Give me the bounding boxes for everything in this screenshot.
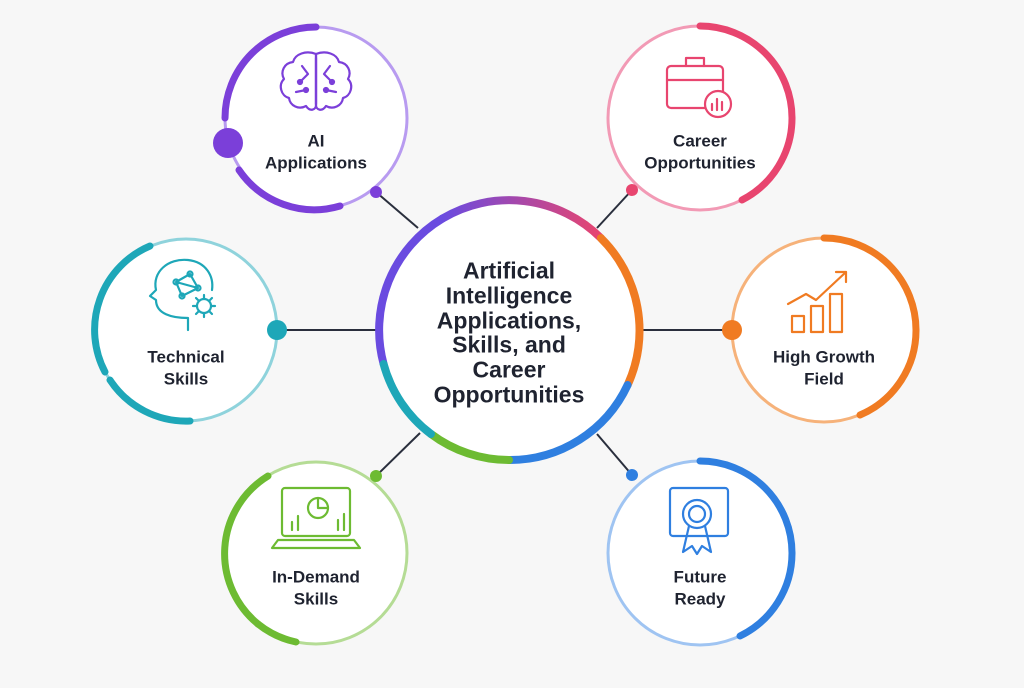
center-title-line: Intelligence <box>445 282 573 309</box>
node-high-growth-field <box>722 234 920 424</box>
award-ribbon-icon <box>668 486 730 556</box>
label-line: Future <box>673 567 727 587</box>
center-title-line: Skills, and <box>452 332 566 358</box>
center-title-line: Applications, <box>436 307 582 334</box>
bar-growth-arrow-icon <box>786 270 848 334</box>
career-opportunities-joint <box>626 184 638 196</box>
technical-skills-joint <box>267 320 287 340</box>
node-arc-ai-applications <box>221 23 320 122</box>
label-line: High Growth <box>773 347 875 367</box>
label-line: AI <box>307 131 325 151</box>
connector-career-opportunities <box>596 189 633 229</box>
center-arc-orange <box>596 234 644 389</box>
in-demand-skills-joint <box>370 470 382 482</box>
node-career-opportunities <box>606 22 796 212</box>
center-node <box>375 196 644 465</box>
label-future-ready: Future Ready <box>674 567 727 612</box>
node-technical-skills <box>91 237 287 425</box>
node-arc-career-opportunities <box>696 22 796 122</box>
brain-icon <box>279 51 353 111</box>
connector-ai-applications <box>375 191 419 229</box>
node-in-demand-skills <box>221 460 409 646</box>
label-career-opportunities: Career Opportunities <box>644 131 755 176</box>
center-arc-teal <box>379 360 435 438</box>
briefcase-chart-icon <box>665 56 733 119</box>
node-arc-in-demand-skills <box>221 472 272 628</box>
label-line: Skills <box>163 370 209 389</box>
high-growth-field-joint <box>722 320 742 340</box>
label-line: Field <box>804 370 844 389</box>
future-ready-joint <box>626 469 638 481</box>
node-ai-applications <box>213 23 409 214</box>
label-line: Ready <box>674 590 726 609</box>
center-arc-green <box>427 430 513 464</box>
center-title-line: Artificial <box>462 257 556 284</box>
label-line: Career <box>673 131 727 151</box>
node-arc-technical-skills <box>91 242 154 376</box>
connectors <box>277 189 732 477</box>
label-line: Technical <box>147 347 225 367</box>
label-in-demand-skills: In-Demand Skills <box>272 567 360 612</box>
label-line: In-Demand <box>272 567 360 587</box>
center-arc-blue <box>505 381 632 465</box>
connector-future-ready <box>596 433 633 476</box>
center-title-line: Opportunities <box>433 381 585 408</box>
ai-applications-marker <box>213 128 243 158</box>
label-line: Skills <box>293 590 339 609</box>
center-arc-top <box>438 196 605 243</box>
label-line: Applications <box>264 154 368 173</box>
center-arc-purple <box>375 214 447 368</box>
node-arc-high-growth-field <box>820 234 920 334</box>
laptop-analytics-icon <box>270 486 362 550</box>
center-title-line: Career <box>472 356 546 383</box>
ai-applications-joint <box>370 186 382 198</box>
label-high-growth-field: High Growth Field <box>773 347 875 392</box>
node-future-ready <box>606 457 796 647</box>
label-technical-skills: Technical Skills <box>147 347 224 392</box>
label-ai-applications: AI Applications <box>265 131 367 176</box>
label-line: Opportunities <box>644 154 756 173</box>
center-title: Artificial Intelligence Applications, Sk… <box>433 257 585 408</box>
node-arc-future-ready <box>696 457 796 557</box>
head-network-gear-icon <box>148 258 217 332</box>
connector-in-demand-skills <box>375 432 421 477</box>
